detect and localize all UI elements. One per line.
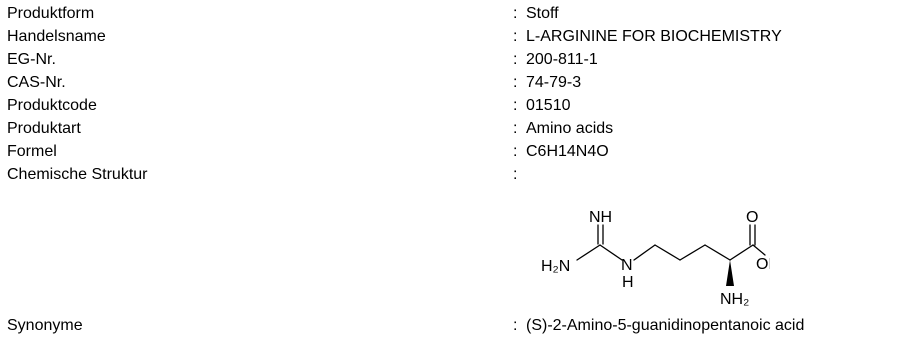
label-chemische-struktur: Chemische Struktur (7, 166, 148, 183)
row-chemische-struktur: Chemische Struktur : (0, 166, 909, 188)
label-cas-nr: CAS-Nr. (7, 74, 66, 91)
value-produktform: Stoff (526, 5, 559, 22)
row-produktart: Produktart : Amino acids (0, 120, 909, 142)
label-produktcode: Produktcode (7, 97, 97, 114)
separator-colon: : (513, 28, 518, 45)
atom-h2n: H₂N (541, 258, 570, 275)
label-handelsname: Handelsname (7, 28, 106, 45)
separator-colon: : (513, 97, 518, 114)
atom-nh-top: NH (589, 209, 612, 226)
bond-c-oh (752, 244, 766, 256)
label-synonyme: Synonyme (7, 317, 83, 334)
row-synonyme: Synonyme : (S)-2-Amino-5-guanidinopentan… (0, 317, 909, 339)
bond-c3-calpha (704, 244, 731, 261)
value-formel: C6H14N4O (526, 143, 609, 160)
label-produktart: Produktart (7, 120, 81, 137)
row-cas-nr: CAS-Nr. : 74-79-3 (0, 74, 909, 96)
atom-nh2: NH₂ (720, 291, 749, 308)
atom-o: O (746, 209, 758, 226)
separator-colon: : (513, 5, 518, 22)
bond-n-c1 (633, 244, 656, 261)
row-produktform: Produktform : Stoff (0, 5, 909, 27)
separator-colon: : (513, 166, 518, 183)
separator-colon: : (513, 51, 518, 68)
bond-h2n-c (576, 244, 601, 261)
row-handelsname: Handelsname : L-ARGININE FOR BIOCHEMISTR… (0, 28, 909, 50)
separator-colon: : (513, 317, 518, 334)
label-formel: Formel (7, 143, 57, 160)
label-produktform: Produktform (7, 5, 95, 22)
atom-n: N (621, 257, 633, 274)
wedge-bond-nh2 (726, 260, 734, 286)
bond-c1-c2 (654, 244, 681, 261)
chemical-structure-image: NH H₂N N H O OH NH₂ (541, 209, 770, 308)
row-eg-nr: EG-Nr. : 200-811-1 (0, 51, 909, 73)
row-produktcode: Produktcode : 01510 (0, 97, 909, 119)
bond-c2-c3 (679, 244, 706, 261)
value-produktart: Amino acids (526, 120, 614, 137)
value-synonyme: (S)-2-Amino-5-guanidinopentanoic acid (526, 317, 805, 334)
bond-calpha-carboxyl (729, 244, 754, 261)
bond-c-n (599, 244, 623, 261)
separator-colon: : (513, 143, 518, 160)
value-handelsname: L-ARGININE FOR BIOCHEMISTRY (526, 28, 782, 45)
separator-colon: : (513, 74, 518, 91)
value-produktcode: 01510 (526, 97, 571, 114)
label-eg-nr: EG-Nr. (7, 51, 56, 68)
row-formel: Formel : C6H14N4O (0, 143, 909, 165)
value-eg-nr: 200-811-1 (526, 51, 598, 68)
separator-colon: : (513, 120, 518, 137)
value-cas-nr: 74-79-3 (526, 74, 582, 91)
atom-h: H (622, 274, 634, 291)
atom-oh: OH (756, 256, 770, 273)
